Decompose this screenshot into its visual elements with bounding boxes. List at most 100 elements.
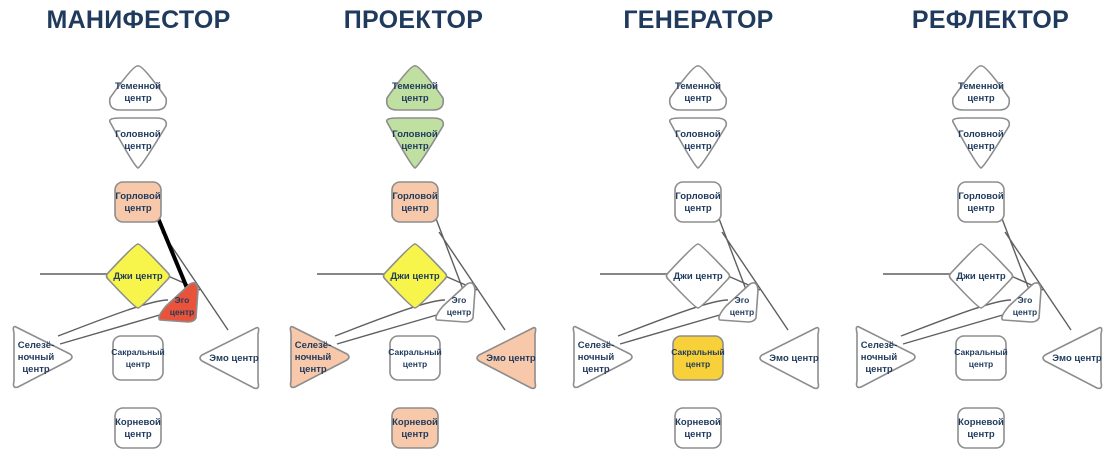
channel: [28, 189, 123, 441]
center-shape: [476, 326, 537, 390]
center-shape: [114, 407, 162, 449]
center-shape: [759, 326, 820, 390]
center-shape: [12, 325, 73, 389]
single-channel: [902, 311, 1014, 345]
single-channel: [1000, 215, 1034, 301]
single-channel: [900, 299, 1012, 337]
channel-inner: [871, 188, 966, 442]
single-channel: [1004, 231, 1072, 331]
single-channel: [617, 299, 729, 337]
single-channel: [438, 231, 506, 331]
single-channel: [59, 311, 171, 345]
single-channel: [717, 215, 751, 301]
center-shape: [674, 407, 722, 449]
single-channel: [161, 231, 229, 331]
center-shape: [385, 65, 445, 111]
center-label: Эмо центр: [209, 353, 259, 364]
center-shape: [855, 325, 916, 389]
channel-inner: [28, 188, 123, 442]
center-shape: [385, 117, 445, 169]
center-shape: [957, 181, 1005, 223]
single-channel: [57, 299, 169, 337]
channel: [871, 189, 966, 441]
center-shape: [665, 243, 731, 309]
center-shape: [112, 335, 164, 381]
channel-inner: [430, 188, 525, 442]
center-shape: [668, 117, 728, 169]
center-shape: [951, 117, 1011, 169]
channel-inner: [588, 188, 683, 442]
center-shape: [572, 325, 633, 389]
type-title: ГЕНЕРАТОР: [623, 6, 774, 34]
single-channels: [317, 215, 506, 345]
single-channel: [336, 311, 448, 345]
channel-inner: [153, 188, 248, 442]
single-channel: [619, 311, 731, 345]
channel: [588, 189, 683, 441]
channel: [305, 189, 400, 441]
center-shape: [105, 243, 171, 309]
center-shape: [718, 282, 759, 323]
center-shape: [199, 326, 260, 390]
center-solar: Эмо центр: [759, 326, 820, 390]
center-label: Джи центр: [673, 271, 722, 282]
single-channels: [600, 215, 789, 345]
center-shape: [289, 325, 350, 389]
center-shape: [158, 282, 199, 323]
channel-inner: [15, 198, 121, 433]
single-channel: [721, 231, 789, 331]
center-label: Эмо центр: [769, 353, 819, 364]
channel: [16, 199, 121, 433]
channel-inner: [305, 188, 400, 442]
center-label: Эмо центр: [486, 353, 536, 364]
center-shape: [391, 181, 439, 223]
type-title: ПРОЕКТОР: [343, 6, 484, 34]
center-shape: [391, 407, 439, 449]
channel-inner: [575, 198, 681, 433]
channel-inner: [858, 198, 964, 433]
channel: [576, 199, 681, 433]
center-shape: [108, 65, 168, 111]
